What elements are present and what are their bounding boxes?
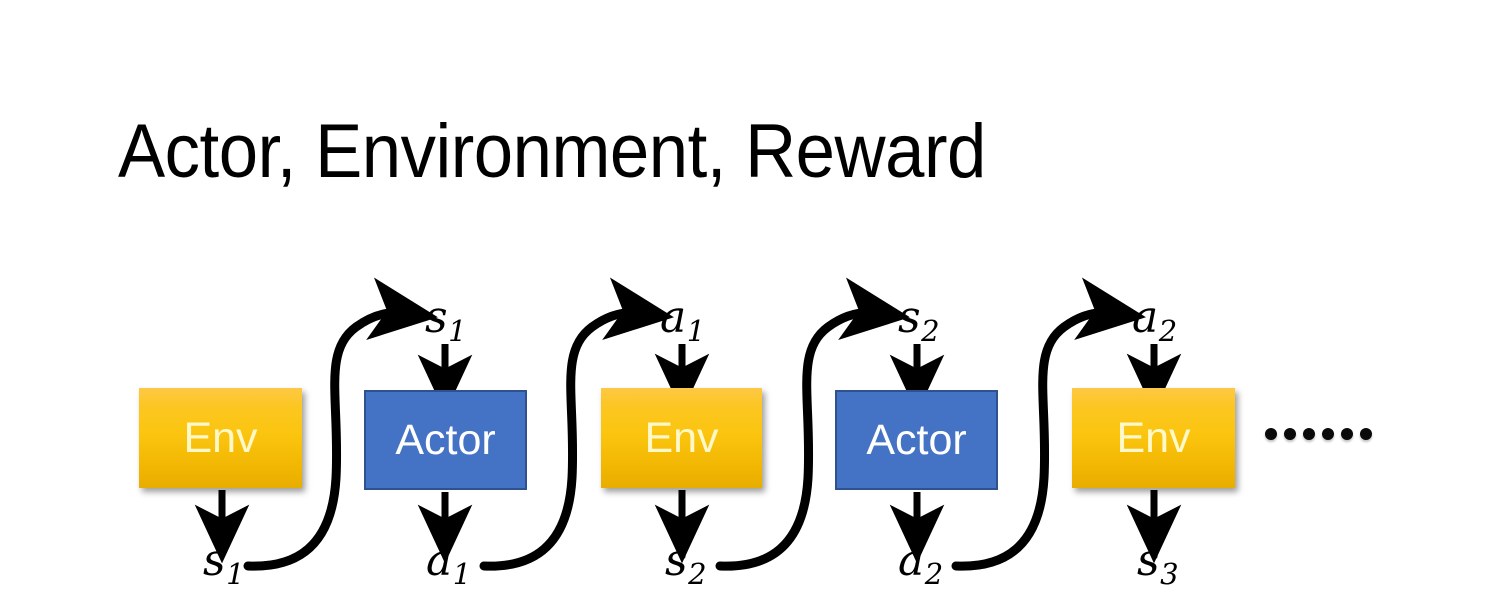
node-label: Env — [1116, 413, 1191, 462]
node-actor-1[interactable]: Actor — [364, 390, 527, 490]
label-top-s1: s1 — [425, 296, 467, 346]
node-label: Env — [183, 413, 258, 462]
label-subscript: 1 — [686, 314, 706, 349]
label-subscript: 1 — [452, 557, 472, 592]
ellipsis-dot — [1284, 428, 1296, 440]
node-env-3[interactable]: Env — [1072, 388, 1235, 488]
label-subscript: 3 — [1160, 557, 1179, 592]
label-symbol: s — [203, 535, 226, 586]
label-subscript: 2 — [924, 557, 944, 592]
ellipsis-dot — [1303, 428, 1315, 440]
ellipsis-dot — [1322, 428, 1334, 440]
node-label: Actor — [866, 415, 967, 464]
label-symbol: s — [1137, 535, 1160, 586]
label-symbol: s — [898, 292, 921, 343]
label-subscript: 2 — [688, 557, 707, 592]
ellipsis-dot — [1341, 428, 1353, 440]
label-symbol: a — [1132, 292, 1159, 343]
node-actor-2[interactable]: Actor — [835, 390, 998, 490]
node-env-2[interactable]: Env — [601, 388, 762, 488]
label-symbol: s — [425, 292, 448, 343]
node-label: Env — [644, 413, 719, 462]
node-label: Actor — [395, 415, 496, 464]
ellipsis-dot — [1265, 428, 1277, 440]
node-env-1[interactable]: Env — [139, 388, 302, 488]
label-symbol: a — [660, 292, 687, 343]
label-symbol: a — [426, 535, 453, 586]
label-top-a1: a1 — [660, 296, 705, 346]
label-subscript: 1 — [226, 557, 245, 592]
label-subscript: 2 — [1158, 314, 1178, 349]
label-bottom-a2: a2 — [898, 539, 943, 589]
label-top-a2: a2 — [1132, 296, 1177, 346]
label-symbol: a — [898, 535, 925, 586]
label-symbol: s — [665, 535, 688, 586]
label-subscript: 2 — [921, 314, 940, 349]
label-bottom-s2: s2 — [665, 539, 707, 589]
label-bottom-s1: s1 — [203, 539, 245, 589]
label-bottom-s3: s3 — [1137, 539, 1179, 589]
label-subscript: 1 — [448, 314, 467, 349]
ellipsis-dot — [1360, 428, 1372, 440]
label-top-s2: s2 — [898, 296, 940, 346]
label-bottom-a1: a1 — [426, 539, 471, 589]
page-title: Actor, Environment, Reward — [118, 109, 986, 194]
ellipsis-continuation — [1265, 428, 1372, 440]
